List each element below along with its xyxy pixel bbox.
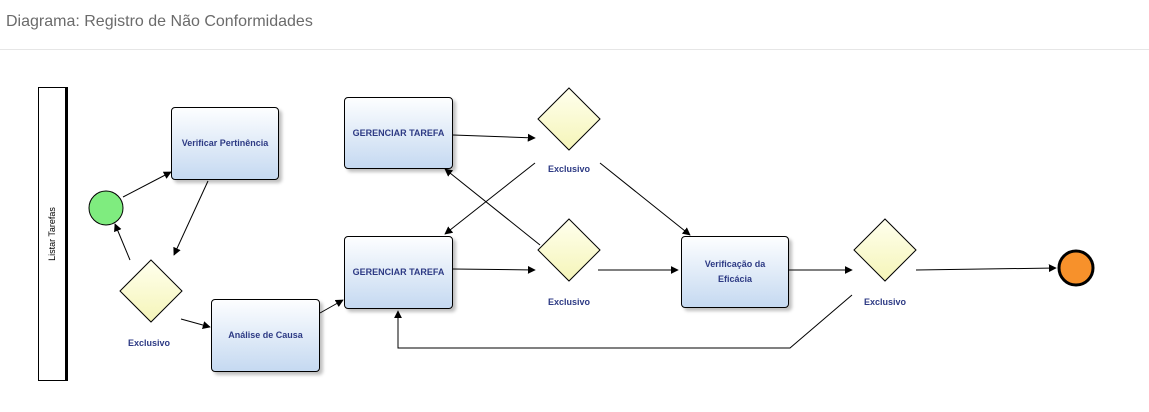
flow-g3-to-gerenciar-top xyxy=(444,168,541,246)
page-title: Diagrama: Registro de Não Conformidades xyxy=(6,13,313,30)
flow-g1-to-analise xyxy=(180,318,211,329)
task-gerenciar-tarefa-top[interactable]: GERENCIAR TAREFA xyxy=(344,97,453,169)
flow-start-to-verificar xyxy=(122,171,172,198)
flow-verificar-to-g1 xyxy=(173,180,209,256)
flow-g2-to-gerenciar-mid xyxy=(444,162,536,235)
task-gerenciar-tarefa-mid[interactable]: GERENCIAR TAREFA xyxy=(344,236,453,309)
gateway-exclusive-1[interactable] xyxy=(119,259,183,323)
task-label: GERENCIAR TAREFA xyxy=(352,127,445,138)
start-event[interactable] xyxy=(88,190,124,226)
task-label: Verificar Pertinência xyxy=(181,138,269,148)
gateway-label-3: Exclusivo xyxy=(547,297,591,307)
gateway-exclusive-4[interactable] xyxy=(853,218,917,282)
flow-g1-to-start xyxy=(114,223,131,261)
task-analise-de-causa[interactable]: Análise de Causa xyxy=(211,299,320,372)
gateway-exclusive-2[interactable] xyxy=(537,87,601,151)
task-verificacao-da-eficacia[interactable]: Verificação da Eficácia xyxy=(681,236,789,308)
end-event[interactable] xyxy=(1057,249,1095,287)
flow-gerenciar-top-to-g2 xyxy=(452,133,536,142)
flow-gerenciar-mid-to-g3 xyxy=(452,265,536,274)
flow-g4-to-gerenciar-mid xyxy=(394,294,853,349)
lane-listar-tarefas[interactable]: Listar Tarefas xyxy=(38,87,68,381)
flow-g4-to-end xyxy=(915,264,1057,273)
gateway-label-1: Exclusivo xyxy=(127,338,171,348)
gateway-label-2: Exclusivo xyxy=(547,164,591,174)
lane-label: Listar Tarefas xyxy=(47,207,57,261)
page-header: Diagrama: Registro de Não Conformidades xyxy=(0,0,1149,50)
flow-analise-to-gerenciar-mid xyxy=(319,299,344,314)
task-label: Verificação da Eficácia xyxy=(704,259,766,284)
flow-g2-to-eficacia xyxy=(599,162,691,236)
task-label: GERENCIAR TAREFA xyxy=(352,267,445,277)
gateway-exclusive-3[interactable] xyxy=(537,218,601,282)
task-label: Análise de Causa xyxy=(228,330,303,340)
gateway-label-4: Exclusivo xyxy=(863,297,907,307)
task-verificar-pertinencia[interactable]: Verificar Pertinência xyxy=(171,107,279,180)
